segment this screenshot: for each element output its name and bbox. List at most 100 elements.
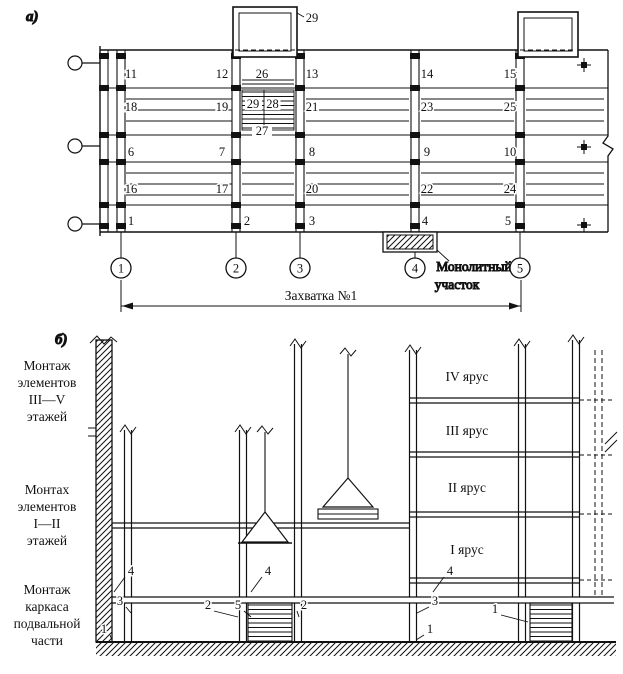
left-retaining-wall bbox=[88, 335, 118, 643]
survey-marker-icon bbox=[581, 144, 587, 150]
roof-penthouse-right bbox=[517, 11, 579, 58]
panel-label: 27 bbox=[256, 124, 269, 138]
zone-caption-line: элементов bbox=[18, 375, 77, 390]
column-break-marks bbox=[119, 334, 618, 453]
panel-label: 29 bbox=[247, 97, 260, 111]
panel-label: 6 bbox=[128, 145, 134, 159]
panel-label: 7 bbox=[219, 145, 225, 159]
break-mark bbox=[339, 347, 357, 357]
work-zone-label: Захватка №1 bbox=[285, 288, 358, 303]
break-mark bbox=[404, 344, 422, 355]
zone-caption-line: элементов bbox=[18, 499, 77, 514]
axis-column-lines bbox=[116, 50, 525, 232]
tier-labels: IV ярус III ярус II ярус I ярус bbox=[446, 369, 489, 557]
sling-triangle-icon bbox=[321, 477, 375, 508]
panel-label: 17 bbox=[216, 182, 229, 196]
panel-label: 5 bbox=[505, 214, 511, 228]
callout-number: 1 bbox=[101, 622, 107, 636]
callout-number: 1 bbox=[492, 602, 498, 616]
callout-number: 2 bbox=[301, 598, 307, 612]
break-mark bbox=[89, 335, 118, 345]
zone-caption-line: каркаса bbox=[25, 599, 69, 614]
roof-penthouse-stair: 29 bbox=[232, 6, 320, 58]
axis-bubbles: 1 2 3 4 5 bbox=[110, 232, 531, 279]
zone-caption-line: этажей bbox=[27, 409, 67, 424]
axis-number: 4 bbox=[412, 262, 419, 276]
basement-slab bbox=[112, 596, 614, 604]
zone-caption-line: подвальной bbox=[14, 616, 81, 631]
zone-caption-line: этажей bbox=[27, 533, 67, 548]
hoist-sling-panel bbox=[317, 347, 379, 520]
sling-triangle-icon bbox=[240, 511, 290, 543]
plan-view: а) bbox=[26, 6, 614, 312]
survey-marker-icon bbox=[581, 222, 587, 228]
section-letter: б) bbox=[55, 332, 67, 348]
break-mark bbox=[567, 334, 585, 345]
left-axis-markers bbox=[67, 55, 100, 232]
panel-label: 3 bbox=[309, 214, 315, 228]
panel-label: 4 bbox=[422, 214, 429, 228]
tier-label: IV ярус bbox=[446, 369, 489, 384]
dim-arrow-left bbox=[122, 302, 133, 310]
panel-label: 18 bbox=[125, 100, 138, 114]
axis-number: 5 bbox=[517, 262, 523, 276]
break-mark bbox=[234, 424, 252, 435]
panel-label: 21 bbox=[306, 100, 319, 114]
panel-label: 22 bbox=[421, 182, 434, 196]
callout-number: 3 bbox=[117, 594, 123, 608]
break-mark bbox=[513, 338, 531, 349]
hoist-sling-stair bbox=[238, 425, 292, 544]
panel-label: 24 bbox=[504, 182, 517, 196]
plan-letter: а) bbox=[26, 9, 39, 25]
tier-label: II ярус bbox=[448, 480, 486, 495]
break-mark bbox=[604, 431, 618, 445]
survey-marker-icon bbox=[581, 62, 587, 68]
panel-label: 9 bbox=[424, 145, 430, 159]
callout-number: 1 bbox=[427, 622, 433, 636]
panel-label: 28 bbox=[266, 97, 279, 111]
panel-joint-lines bbox=[126, 79, 604, 196]
section-view: б) Монтаж элементов III—V этажей Монтах … bbox=[14, 332, 618, 656]
basement-stair-block bbox=[247, 602, 293, 643]
monolithic-section: Монолитный участок bbox=[382, 231, 512, 293]
zone-captions: Монтаж элементов III—V этажей Монтах эле… bbox=[14, 358, 81, 648]
work-zone-dimension: Захватка №1 bbox=[120, 280, 522, 312]
panel-label: 15 bbox=[504, 67, 517, 81]
break-mark bbox=[604, 439, 618, 453]
monolithic-label-line2: участок bbox=[435, 277, 480, 292]
axis-number: 1 bbox=[118, 262, 124, 276]
floor-band-lines bbox=[108, 87, 608, 206]
panel-label: 2 bbox=[244, 214, 250, 228]
building-outline bbox=[99, 46, 614, 236]
zone-caption-line: части bbox=[31, 633, 63, 648]
panel-label: 19 bbox=[216, 100, 229, 114]
right-edge-break bbox=[602, 50, 614, 232]
panel-label: 16 bbox=[125, 182, 138, 196]
callout-number: 4 bbox=[265, 564, 272, 578]
callout-number: 3 bbox=[432, 594, 438, 608]
panel-label: 14 bbox=[421, 67, 434, 81]
tier-floors bbox=[409, 397, 612, 584]
zone-caption-line: Монтаж bbox=[23, 582, 71, 597]
axis-number: 3 bbox=[297, 262, 303, 276]
panel-label: 13 bbox=[306, 67, 319, 81]
right-survey-markers bbox=[577, 58, 591, 232]
zone-caption-line: Монтах bbox=[25, 482, 70, 497]
panel-label: 26 bbox=[256, 67, 269, 81]
zone-caption-line: I—II bbox=[34, 516, 61, 531]
dim-arrow-right bbox=[509, 302, 520, 310]
panel-label: 20 bbox=[306, 182, 319, 196]
panel-label: 1 bbox=[128, 214, 134, 228]
callout-number: 4 bbox=[447, 564, 454, 578]
panel-label: 12 bbox=[216, 67, 229, 81]
panel-label: 23 bbox=[421, 100, 434, 114]
monolithic-label-line1: Монолитный bbox=[436, 259, 512, 274]
ground-hatch bbox=[96, 641, 616, 656]
break-mark bbox=[256, 425, 274, 435]
panel-label: 10 bbox=[504, 145, 517, 159]
tier-label: I ярус bbox=[450, 542, 483, 557]
basement-stair-block bbox=[529, 602, 573, 643]
callout-number: 4 bbox=[128, 564, 135, 578]
